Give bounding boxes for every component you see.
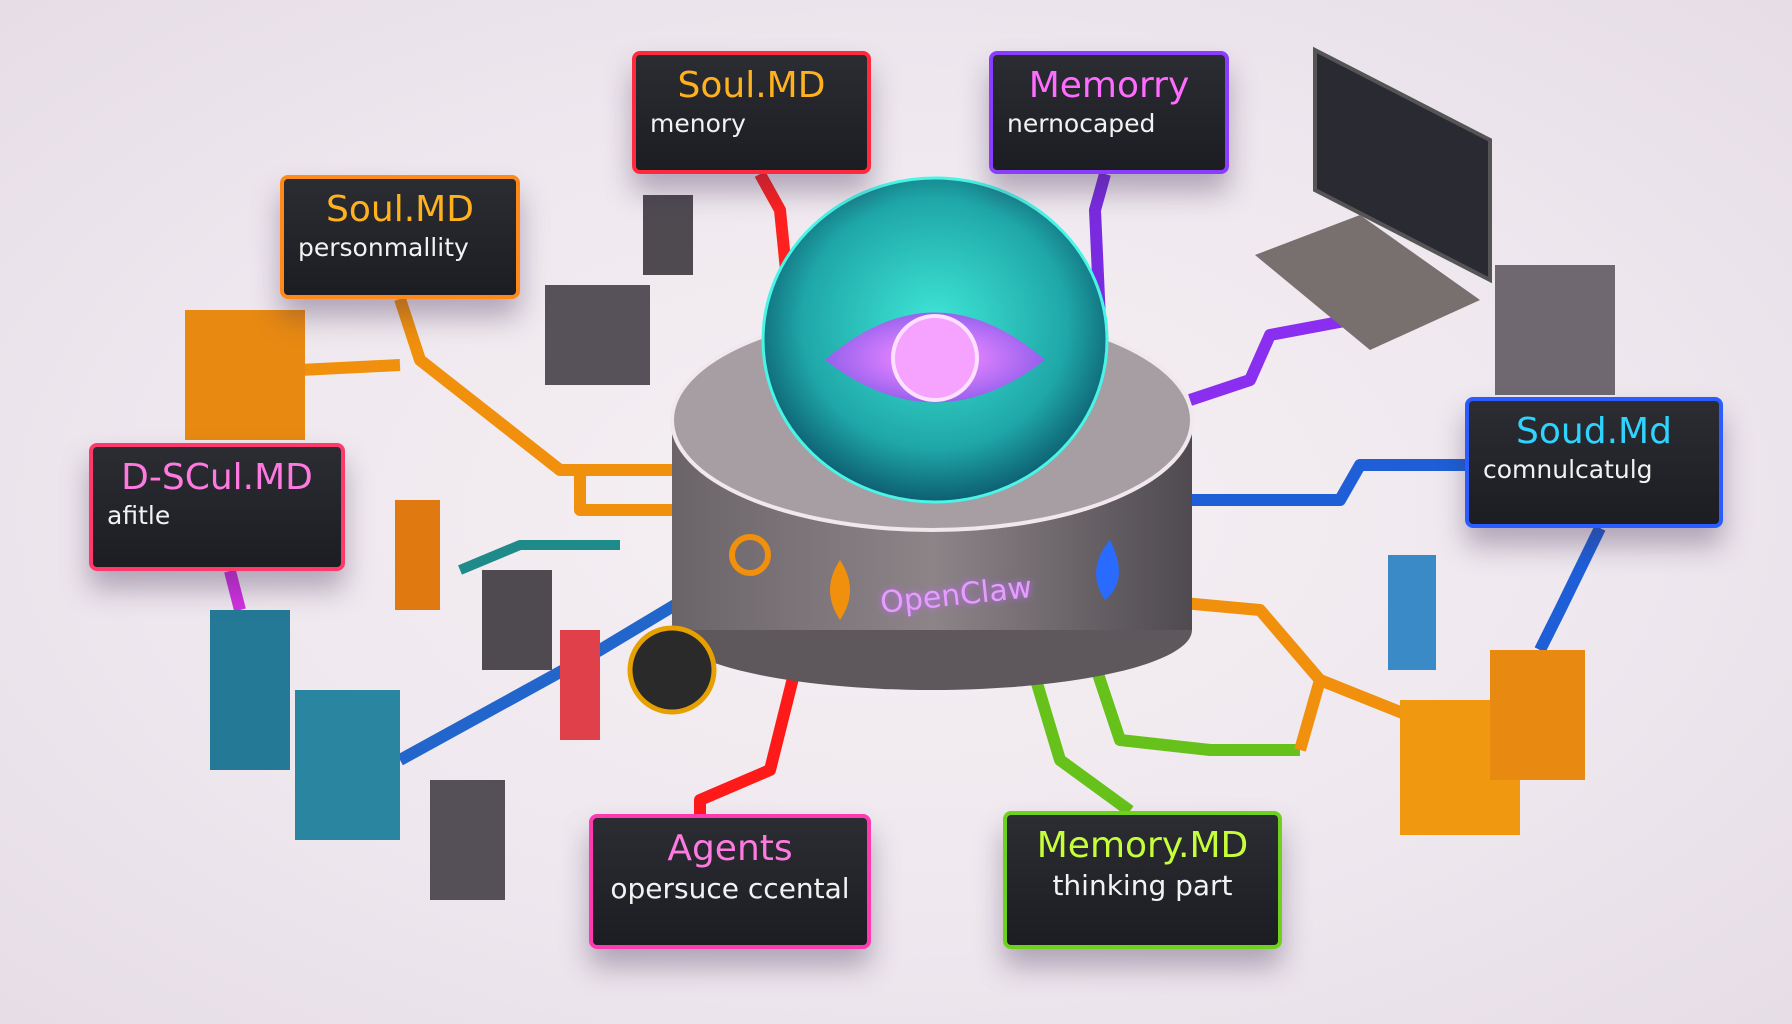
card-dscul: D-SCul.MD afitle (89, 443, 345, 571)
card-title: Soul.MD (677, 65, 826, 106)
connector-orange-left (394, 297, 680, 476)
keyboard (1255, 215, 1480, 350)
card-soud-communication: Soud.Md comnulcatulg (1465, 397, 1723, 528)
card-title: Soul.MD (326, 189, 474, 230)
card-memory-thinking: Memory.MD thinking part (1003, 811, 1282, 949)
connector-red-bottom (694, 648, 806, 814)
box-gray-bottom (430, 780, 505, 900)
computer-monitor (1255, 46, 1492, 350)
cube-gray-left (545, 285, 650, 385)
cube-teal-2 (295, 690, 400, 840)
card-subtitle: menory (650, 109, 746, 138)
card-agents: Agents opersuce ccental (589, 814, 871, 949)
connector-teal-arrow (458, 540, 620, 575)
target-disc (627, 625, 717, 715)
cube-orange-left (185, 310, 305, 440)
card-title: Memorry (1028, 65, 1190, 106)
card-subtitle: personmallity (298, 233, 469, 262)
question-box (643, 195, 693, 275)
connector-orange-left-loop (574, 470, 680, 516)
card-title: Memory.MD (1036, 825, 1249, 866)
connector-purple-right (1188, 314, 1352, 406)
person-figure-red (560, 630, 600, 740)
card-title: D-SCul.MD (121, 457, 313, 498)
speaker-box (1495, 265, 1615, 395)
card-title: Soud.Md (1516, 411, 1672, 452)
connector-blue-right (1190, 459, 1465, 506)
person-figure-blue (1388, 555, 1436, 670)
connector-purple-top (1089, 172, 1111, 321)
cube-teal-1 (210, 610, 290, 770)
card-subtitle: thinking part (1052, 869, 1233, 902)
cylinder-gray (482, 570, 552, 670)
connector-green-branch (1084, 648, 1300, 756)
connector-blue-right-down (1534, 525, 1606, 653)
search-icon (729, 534, 771, 576)
card-subtitle: opersuce ccental (610, 872, 850, 905)
card-soul-memory: Soul.MD menory (632, 51, 871, 174)
connector-orange-left-branch (299, 359, 401, 376)
connector-orange-right (1149, 594, 1326, 752)
card-subtitle: comnulcatulg (1483, 455, 1653, 484)
connector-green-bottom (1024, 658, 1134, 816)
card-title: Agents (667, 828, 793, 869)
brain-orb (761, 176, 1109, 504)
card-memorry: Memorry nernocaped (989, 51, 1229, 174)
cube-orange-right-2 (1490, 650, 1585, 780)
card-subtitle: nernocaped (1007, 109, 1156, 138)
location-pin-icon (830, 560, 850, 620)
connector-magenta-left (224, 569, 246, 612)
card-soul-personality: Soul.MD personmallity (280, 175, 520, 299)
person-figure-orange (395, 500, 440, 610)
card-subtitle: afitle (107, 501, 171, 530)
drop-icon (1096, 540, 1119, 600)
